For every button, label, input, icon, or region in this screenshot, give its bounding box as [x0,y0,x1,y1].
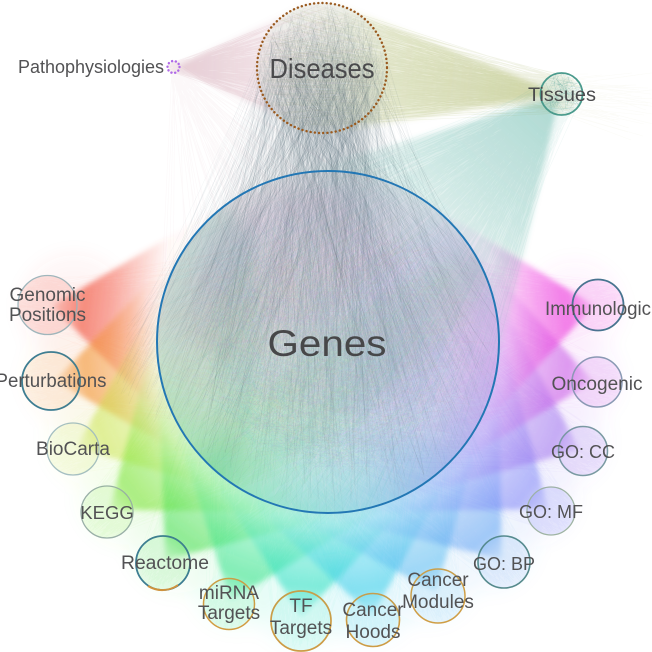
svg-text:Pathophysiologies: Pathophysiologies [18,57,164,77]
svg-text:GO: CC: GO: CC [551,442,615,462]
svg-text:Targets: Targets [198,603,260,624]
svg-text:GO: MF: GO: MF [519,502,583,522]
svg-text:Cancer: Cancer [407,570,469,591]
svg-text:Targets: Targets [270,618,332,639]
svg-text:Positions: Positions [9,305,86,326]
svg-text:Reactome: Reactome [121,553,209,574]
svg-text:Genes: Genes [268,323,387,364]
svg-text:KEGG: KEGG [80,502,133,523]
svg-text:Modules: Modules [402,592,474,613]
svg-text:miRNA: miRNA [199,583,259,604]
svg-text:Immunologic: Immunologic [545,299,651,320]
svg-text:Tissues: Tissues [528,84,596,106]
svg-text:Hoods: Hoods [346,622,401,643]
svg-text:GO: BP: GO: BP [473,554,535,574]
svg-text:Genomic: Genomic [9,285,85,306]
svg-text:TF: TF [289,596,312,617]
svg-text:Diseases: Diseases [270,53,375,84]
svg-text:BioCarta: BioCarta [36,439,110,460]
svg-text:Perturbations: Perturbations [0,371,107,392]
svg-text:Cancer: Cancer [342,600,404,621]
svg-text:Oncogenic: Oncogenic [552,374,643,395]
